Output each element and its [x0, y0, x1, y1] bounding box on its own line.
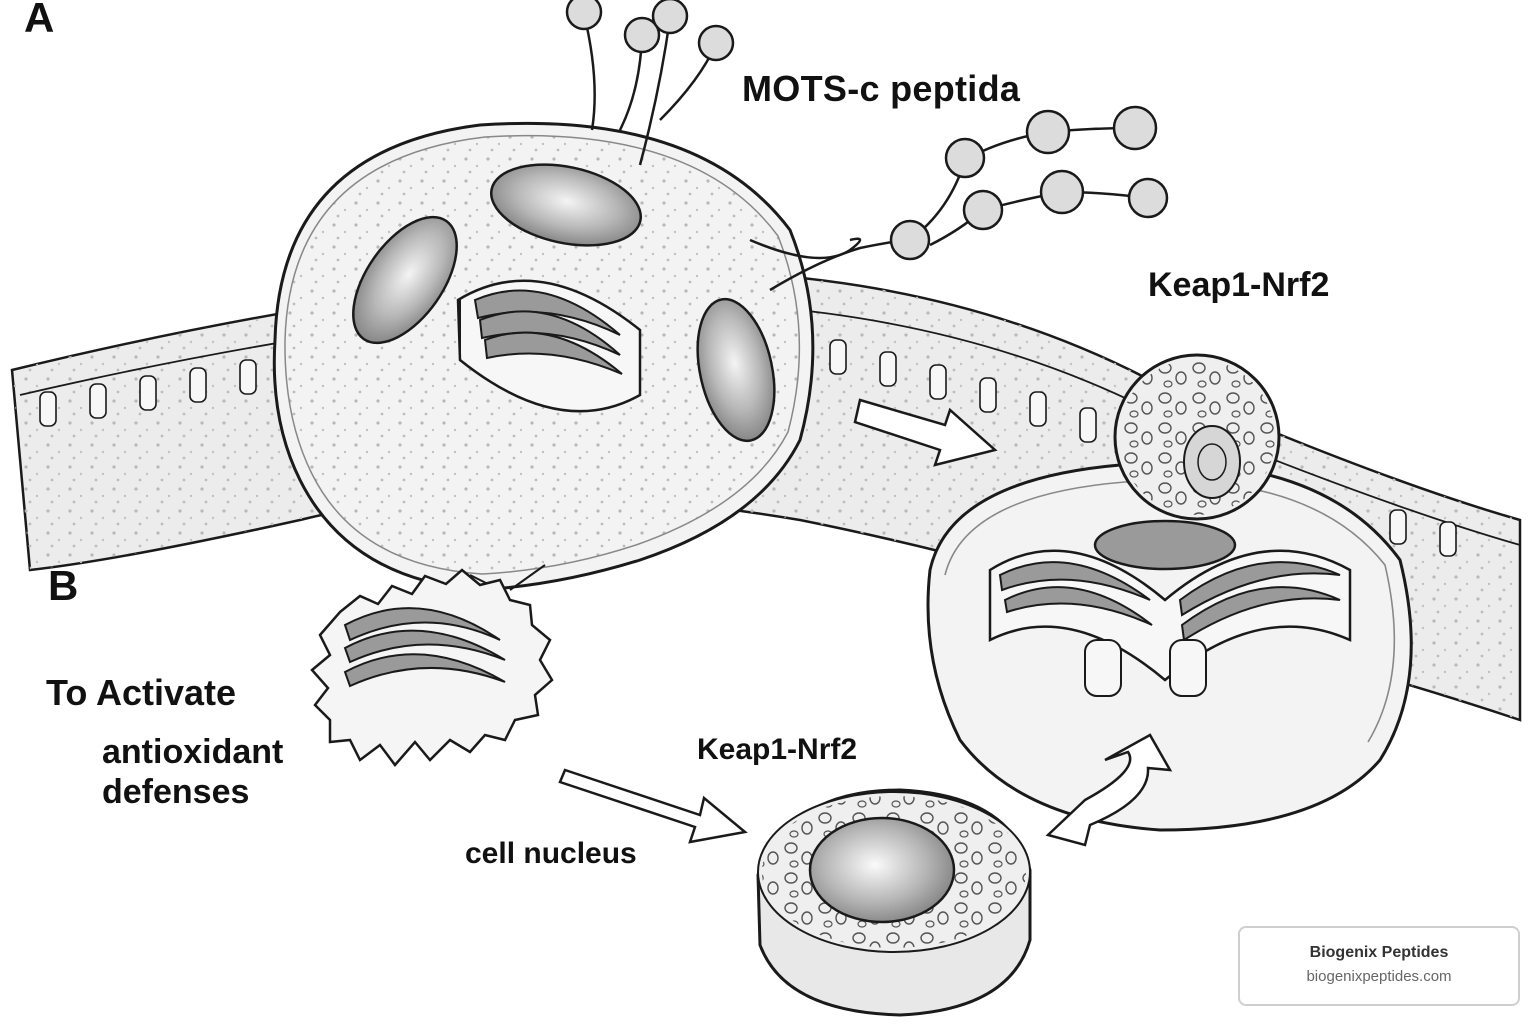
- keap1-nrf2-label-bottom: Keap1-Nrf2: [697, 733, 858, 766]
- keap1-nrf2-label-top: Keap1-Nrf2: [1148, 266, 1330, 304]
- keap1-nrf2-sphere: [1113, 353, 1281, 521]
- cell-nucleus: [756, 788, 1032, 1017]
- arrow-to-nucleus: [558, 768, 748, 844]
- mitochondrion-left: [352, 215, 458, 345]
- golgi-apparatus-right: [988, 519, 1352, 697]
- watermark-name: Biogenix Peptides: [1309, 944, 1449, 961]
- mitochondrion-right: [696, 297, 776, 443]
- peptide-beads-right: [889, 105, 1169, 261]
- activate-label: To Activate: [46, 672, 237, 713]
- mitochondrion-top: [489, 163, 643, 247]
- gear-golgi: [310, 568, 554, 767]
- peptide-beads-top: [565, 0, 735, 62]
- peptide-label: MOTS-c peptida: [742, 68, 1021, 109]
- golgi-apparatus-center: [456, 279, 642, 413]
- watermark-url: biogenixpeptides.com: [1306, 968, 1452, 985]
- antioxidant-label: antioxidant defenses: [102, 733, 284, 811]
- panel-a-label: A: [24, 0, 55, 41]
- arrow-to-right-cell: [853, 398, 998, 467]
- double-arrow-nucleus-cell: [1045, 733, 1173, 847]
- watermark-badge: Biogenix Peptides biogenixpeptides.com: [1238, 926, 1520, 1006]
- panel-b-label: B: [48, 562, 79, 609]
- nucleus-label: cell nucleus: [465, 837, 637, 870]
